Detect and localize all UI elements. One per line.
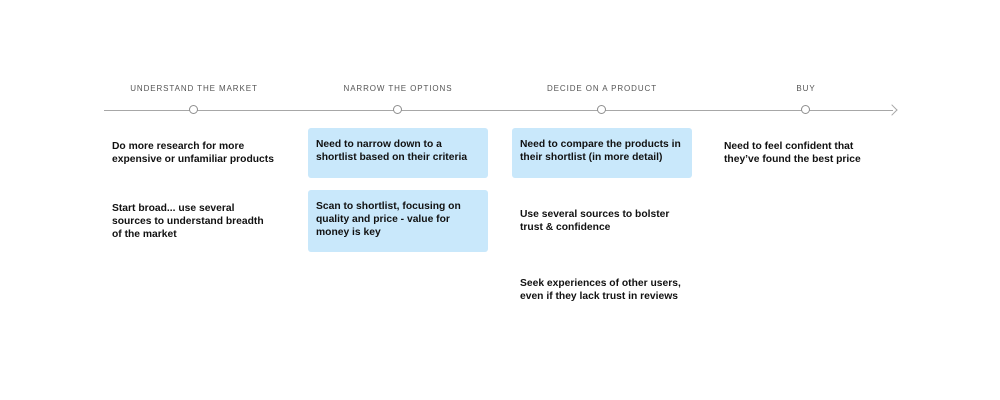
note-buy-1: Need to feel confident that they’ve foun… — [724, 141, 861, 165]
note-narrow-1: Need to narrow down to a shortlist based… — [308, 128, 488, 178]
stage-label-decide-on-a-product: DECIDE ON A PRODUCT — [546, 84, 657, 93]
note-decide-2: Use several sources to bolster trust & c… — [520, 209, 670, 233]
note-decide-1: Need to compare the products in their sh… — [512, 128, 692, 178]
note-decide-3: Seek experiences of other users, even if… — [520, 278, 681, 302]
journey-axis-line — [104, 110, 893, 111]
journey-arrow-head — [886, 104, 898, 116]
stage-label-narrow-the-options: NARROW THE OPTIONS — [343, 84, 453, 93]
stage-node-buy — [801, 105, 810, 114]
stage-label-buy: BUY — [796, 84, 816, 93]
stage-node-decide — [597, 105, 606, 114]
stage-node-narrow — [393, 105, 402, 114]
note-narrow-2: Scan to shortlist, focusing on quality a… — [308, 190, 488, 252]
stage-node-understand — [189, 105, 198, 114]
note-understand-1: Do more research for more expensive or u… — [112, 141, 274, 165]
stage-label-understand-the-market: UNDERSTAND THE MARKET — [130, 84, 258, 93]
note-understand-2: Start broad... use several sources to un… — [112, 203, 264, 240]
